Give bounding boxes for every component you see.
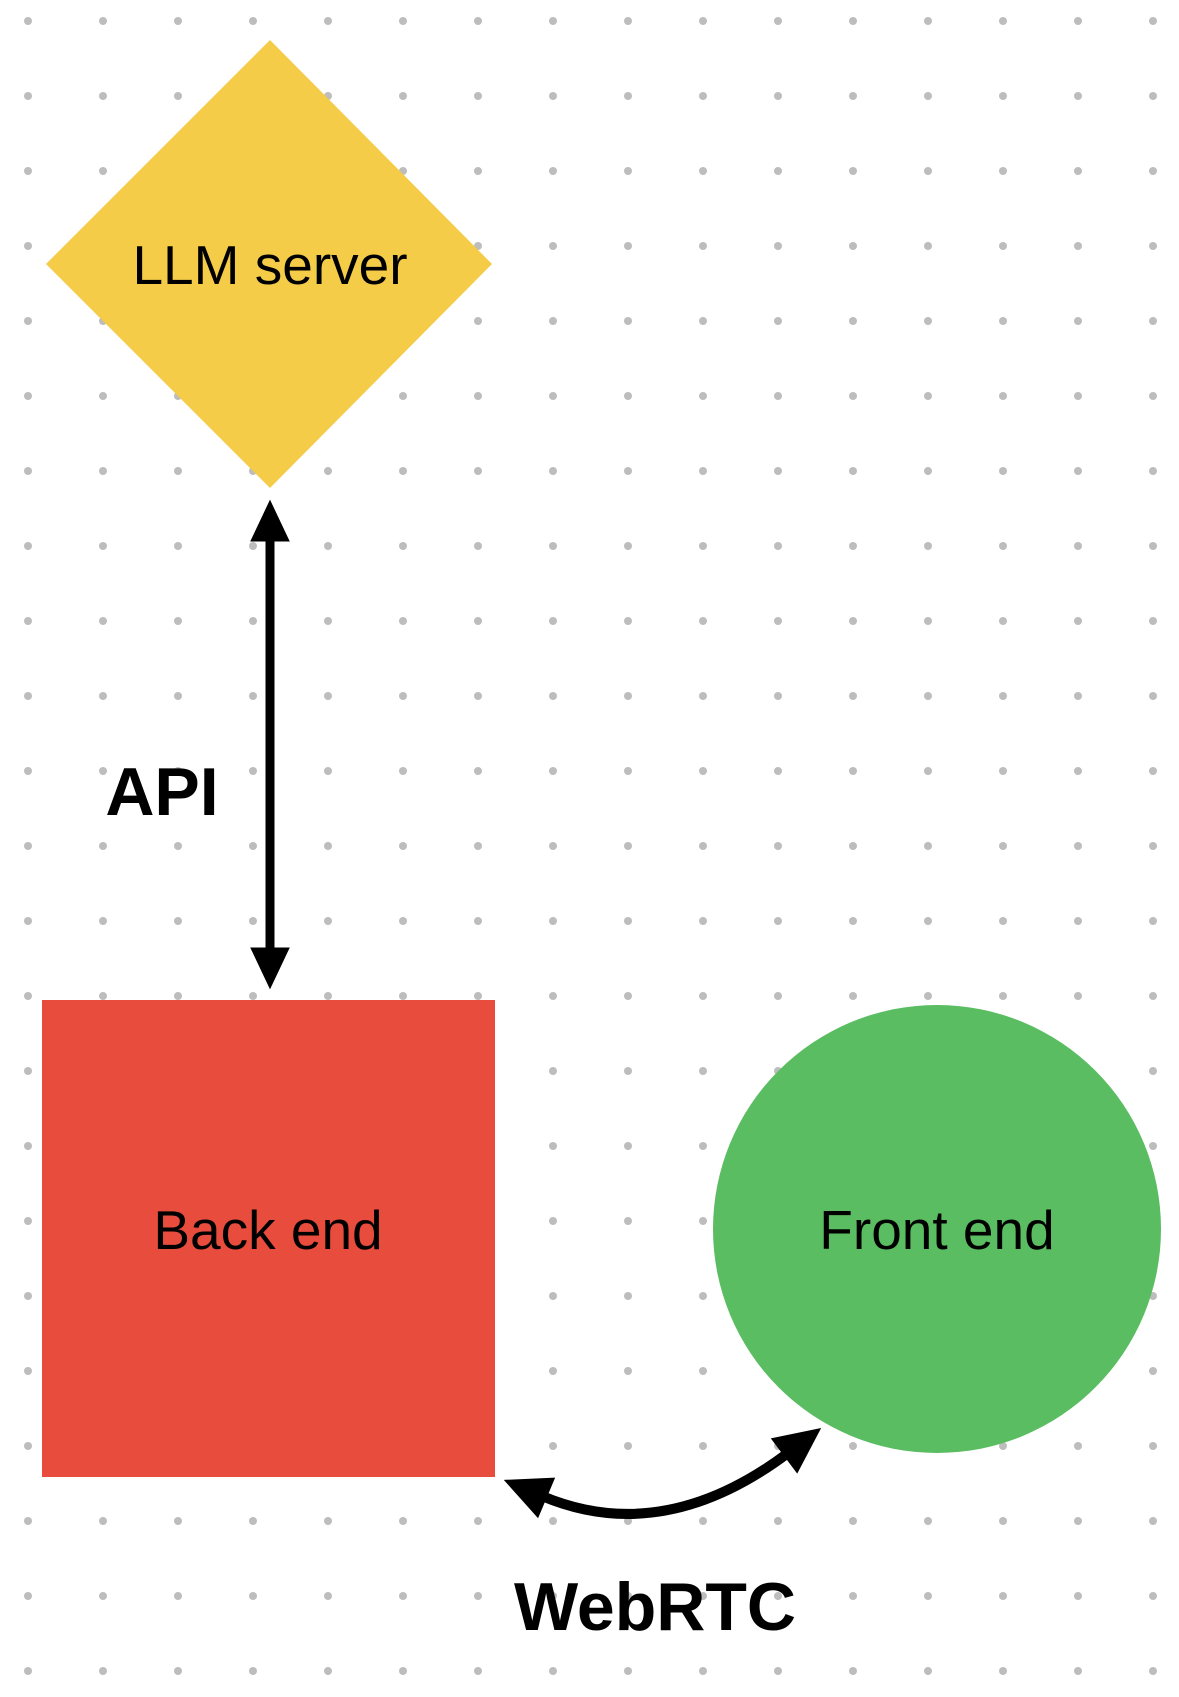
edge-webrtc-label: WebRTC (514, 1569, 796, 1645)
edge-api-label: API (105, 754, 218, 830)
node-front-end[interactable] (713, 1005, 1161, 1453)
edge-webrtc-arrow[interactable] (503, 1428, 822, 1519)
node-llm-server-label: LLM server (132, 234, 407, 296)
node-back-end-label: Back end (153, 1199, 382, 1261)
node-front-end-label: Front end (819, 1199, 1054, 1261)
node-llm-server[interactable] (46, 40, 492, 488)
node-back-end[interactable] (42, 1000, 495, 1477)
